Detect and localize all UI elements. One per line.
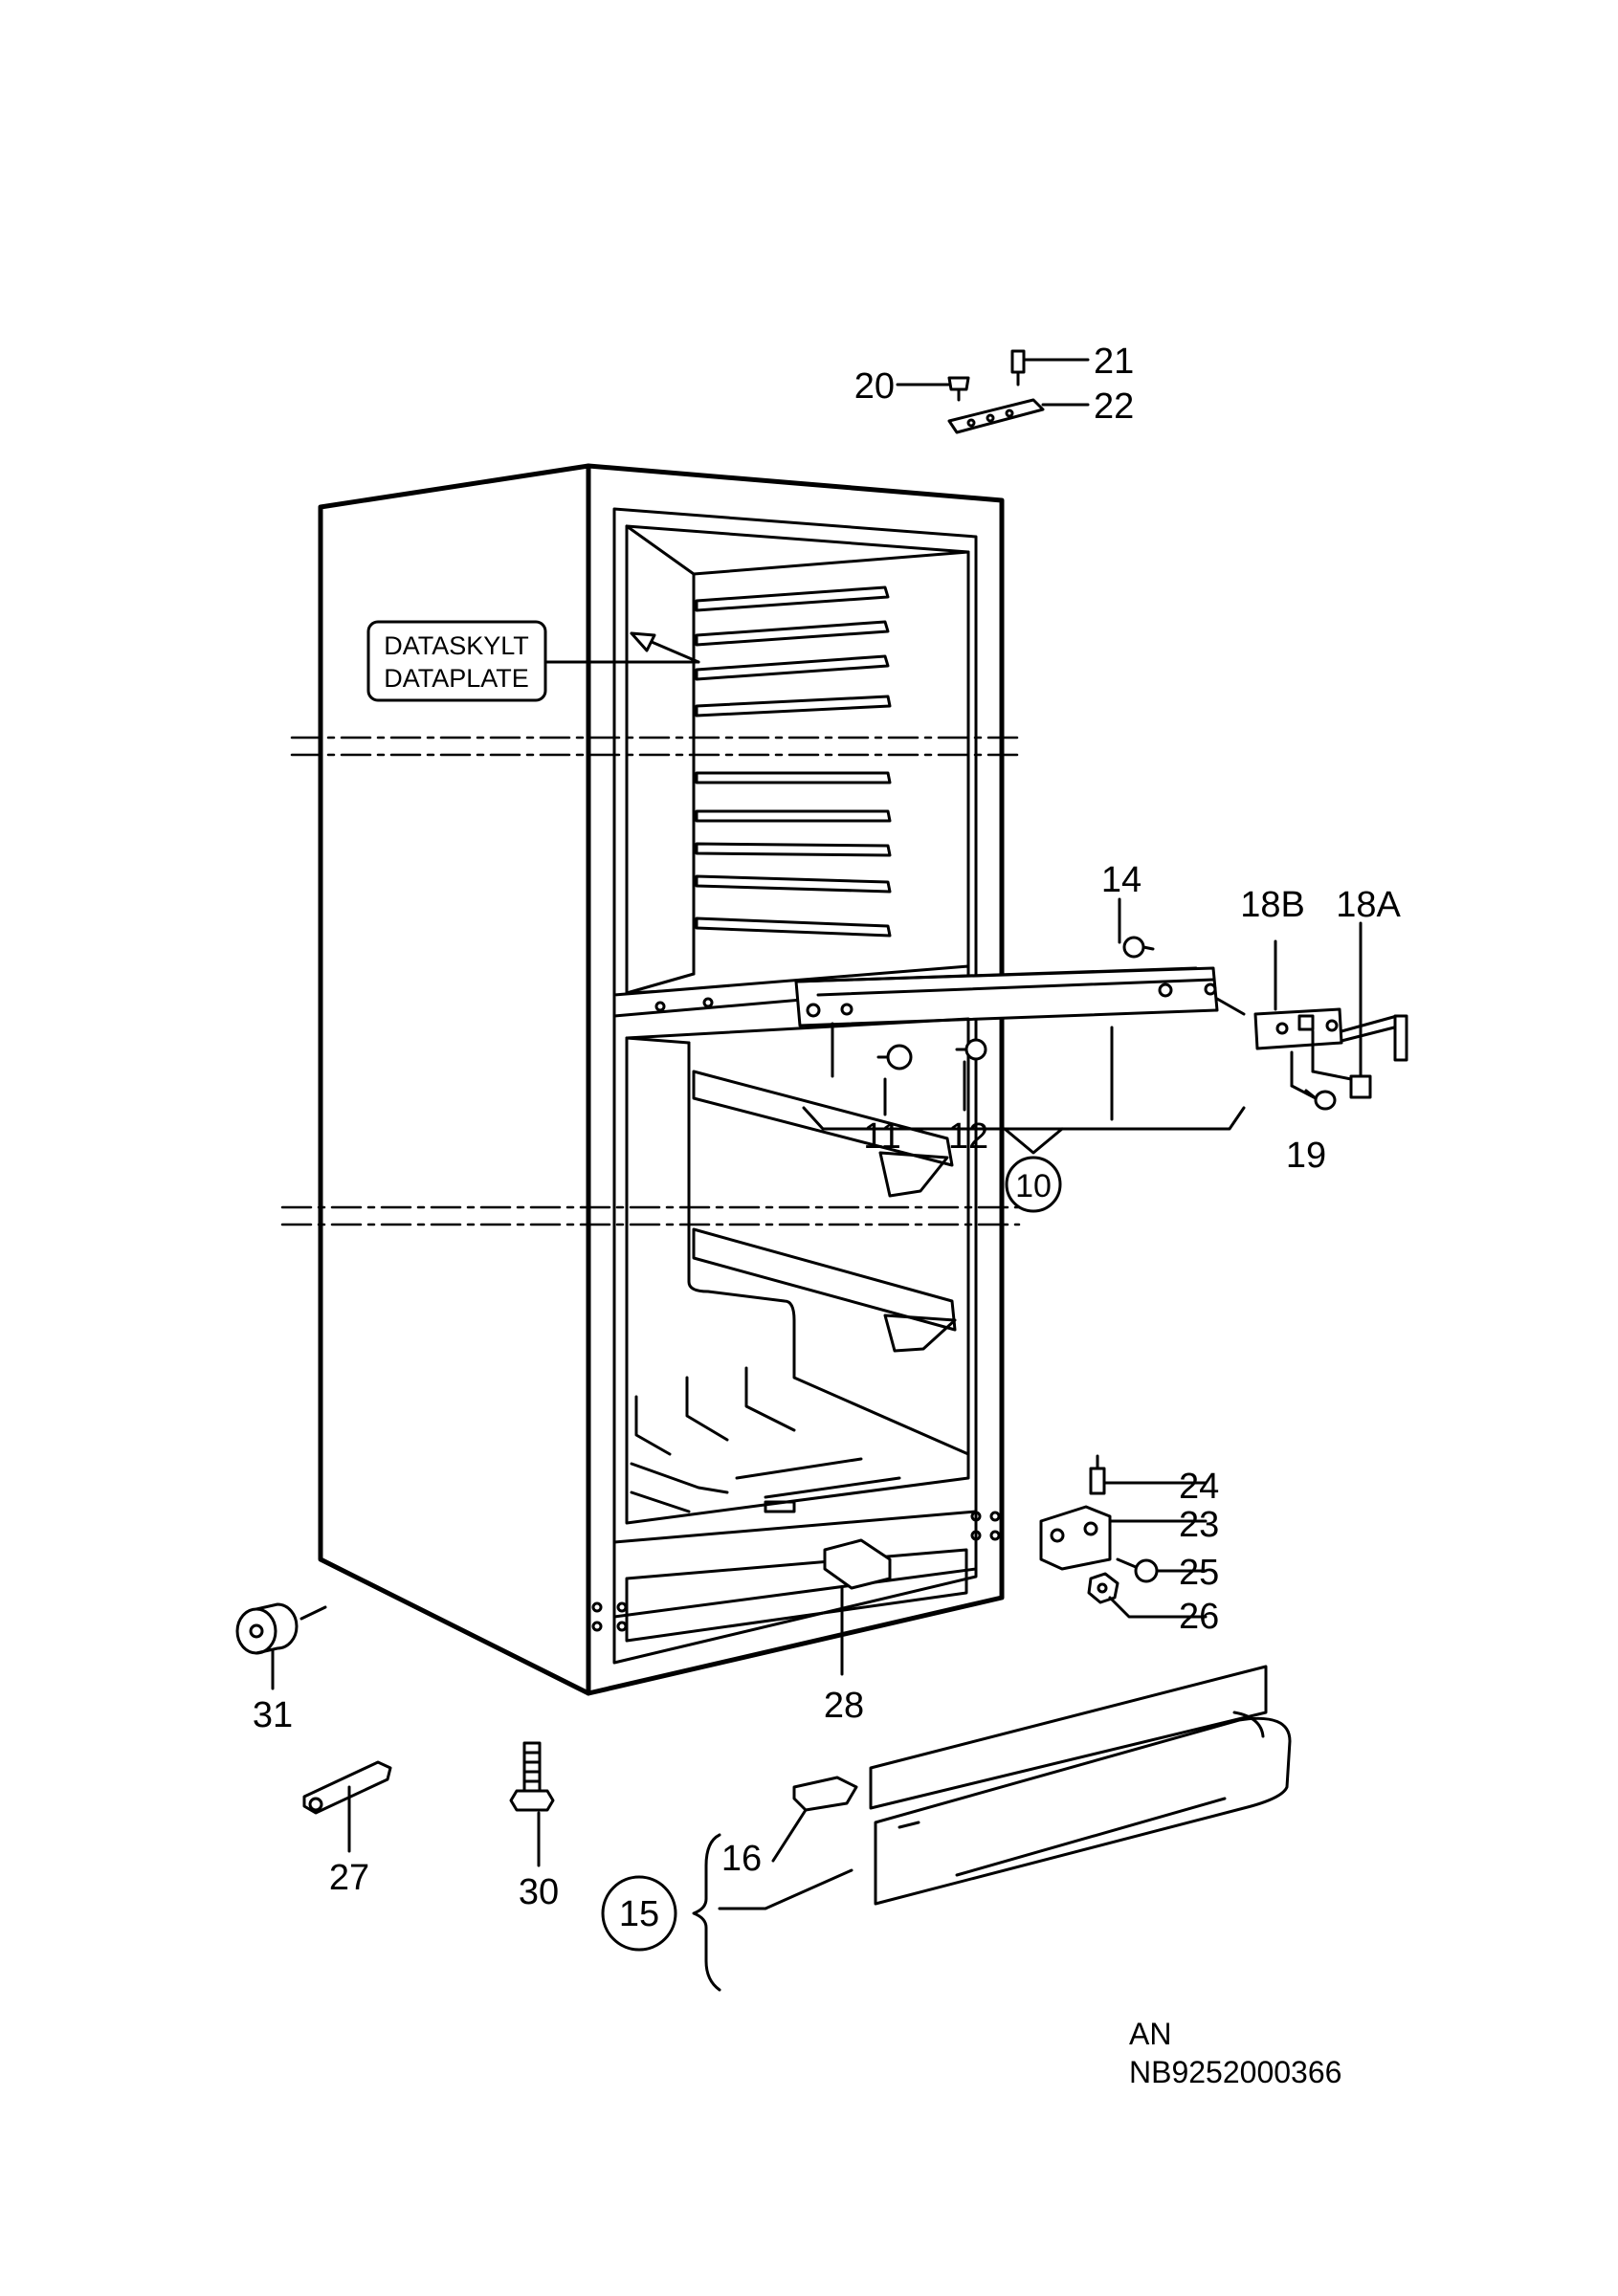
label-12: 12 — [948, 1116, 988, 1157]
label-19: 19 — [1286, 1136, 1326, 1176]
hinge-18A — [1311, 921, 1408, 1099]
part-10-leader — [802, 1022, 1246, 1155]
cabinet-shell — [318, 463, 1005, 1696]
hinge-bracket-22 — [947, 398, 1090, 434]
label-15: 15 — [619, 1894, 659, 1934]
drawing-number: NB9252000366 — [1129, 2055, 1342, 2089]
label-24: 24 — [1179, 1467, 1219, 1507]
break-lines — [280, 736, 1021, 1226]
label-11: 11 — [863, 1116, 900, 1157]
hinge-pin-21 — [1010, 349, 1090, 386]
label-22: 22 — [1094, 386, 1134, 427]
freezer-shelf-rails — [695, 585, 892, 938]
hinge-pin-24 — [1089, 1454, 1208, 1495]
screw-25 — [1116, 1557, 1208, 1583]
label-20: 20 — [854, 366, 895, 407]
foot-31 — [235, 1602, 327, 1690]
wrench-27 — [302, 1760, 392, 1853]
fridge-compartment — [625, 1017, 970, 1525]
plinth-15 — [869, 1665, 1292, 1906]
label-23: 23 — [1179, 1505, 1219, 1545]
divider-rail — [612, 964, 1246, 1027]
part-10-circle — [1005, 1156, 1062, 1213]
data-plate-callout — [366, 620, 700, 702]
screw-14 — [1118, 897, 1155, 959]
label-18B: 18B — [1240, 885, 1305, 925]
part-15-brace — [601, 1833, 853, 1992]
footer-code: AN — [1129, 2017, 1172, 2051]
leg-30 — [509, 1741, 555, 1867]
cabinet-inner-opening — [612, 507, 978, 1665]
label-10: 10 — [1015, 1168, 1052, 1204]
label-25: 25 — [1179, 1553, 1219, 1593]
label-31: 31 — [253, 1695, 293, 1735]
hinge-screw-20 — [896, 376, 970, 402]
nut-26 — [1087, 1572, 1208, 1619]
label-21: 21 — [1094, 342, 1134, 382]
label-18A: 18A — [1336, 885, 1401, 925]
hinge-bracket-23 — [1039, 1505, 1208, 1571]
hinge-18B — [1253, 939, 1343, 1050]
label-30: 30 — [519, 1872, 559, 1912]
label-14: 14 — [1101, 860, 1141, 900]
label-26: 26 — [1179, 1597, 1219, 1637]
label-27: 27 — [329, 1858, 369, 1898]
label-16: 16 — [721, 1839, 762, 1879]
screw-19 — [1290, 1050, 1337, 1111]
data-plate-line-1: DATASKYLT — [384, 631, 529, 660]
clip-16 — [771, 1776, 858, 1863]
label-28: 28 — [824, 1686, 864, 1726]
screw-12 — [955, 1038, 987, 1112]
screw-11 — [876, 1044, 913, 1116]
drain-part-28 — [823, 1538, 892, 1676]
data-plate-line-2: DATAPLATE — [384, 664, 529, 693]
